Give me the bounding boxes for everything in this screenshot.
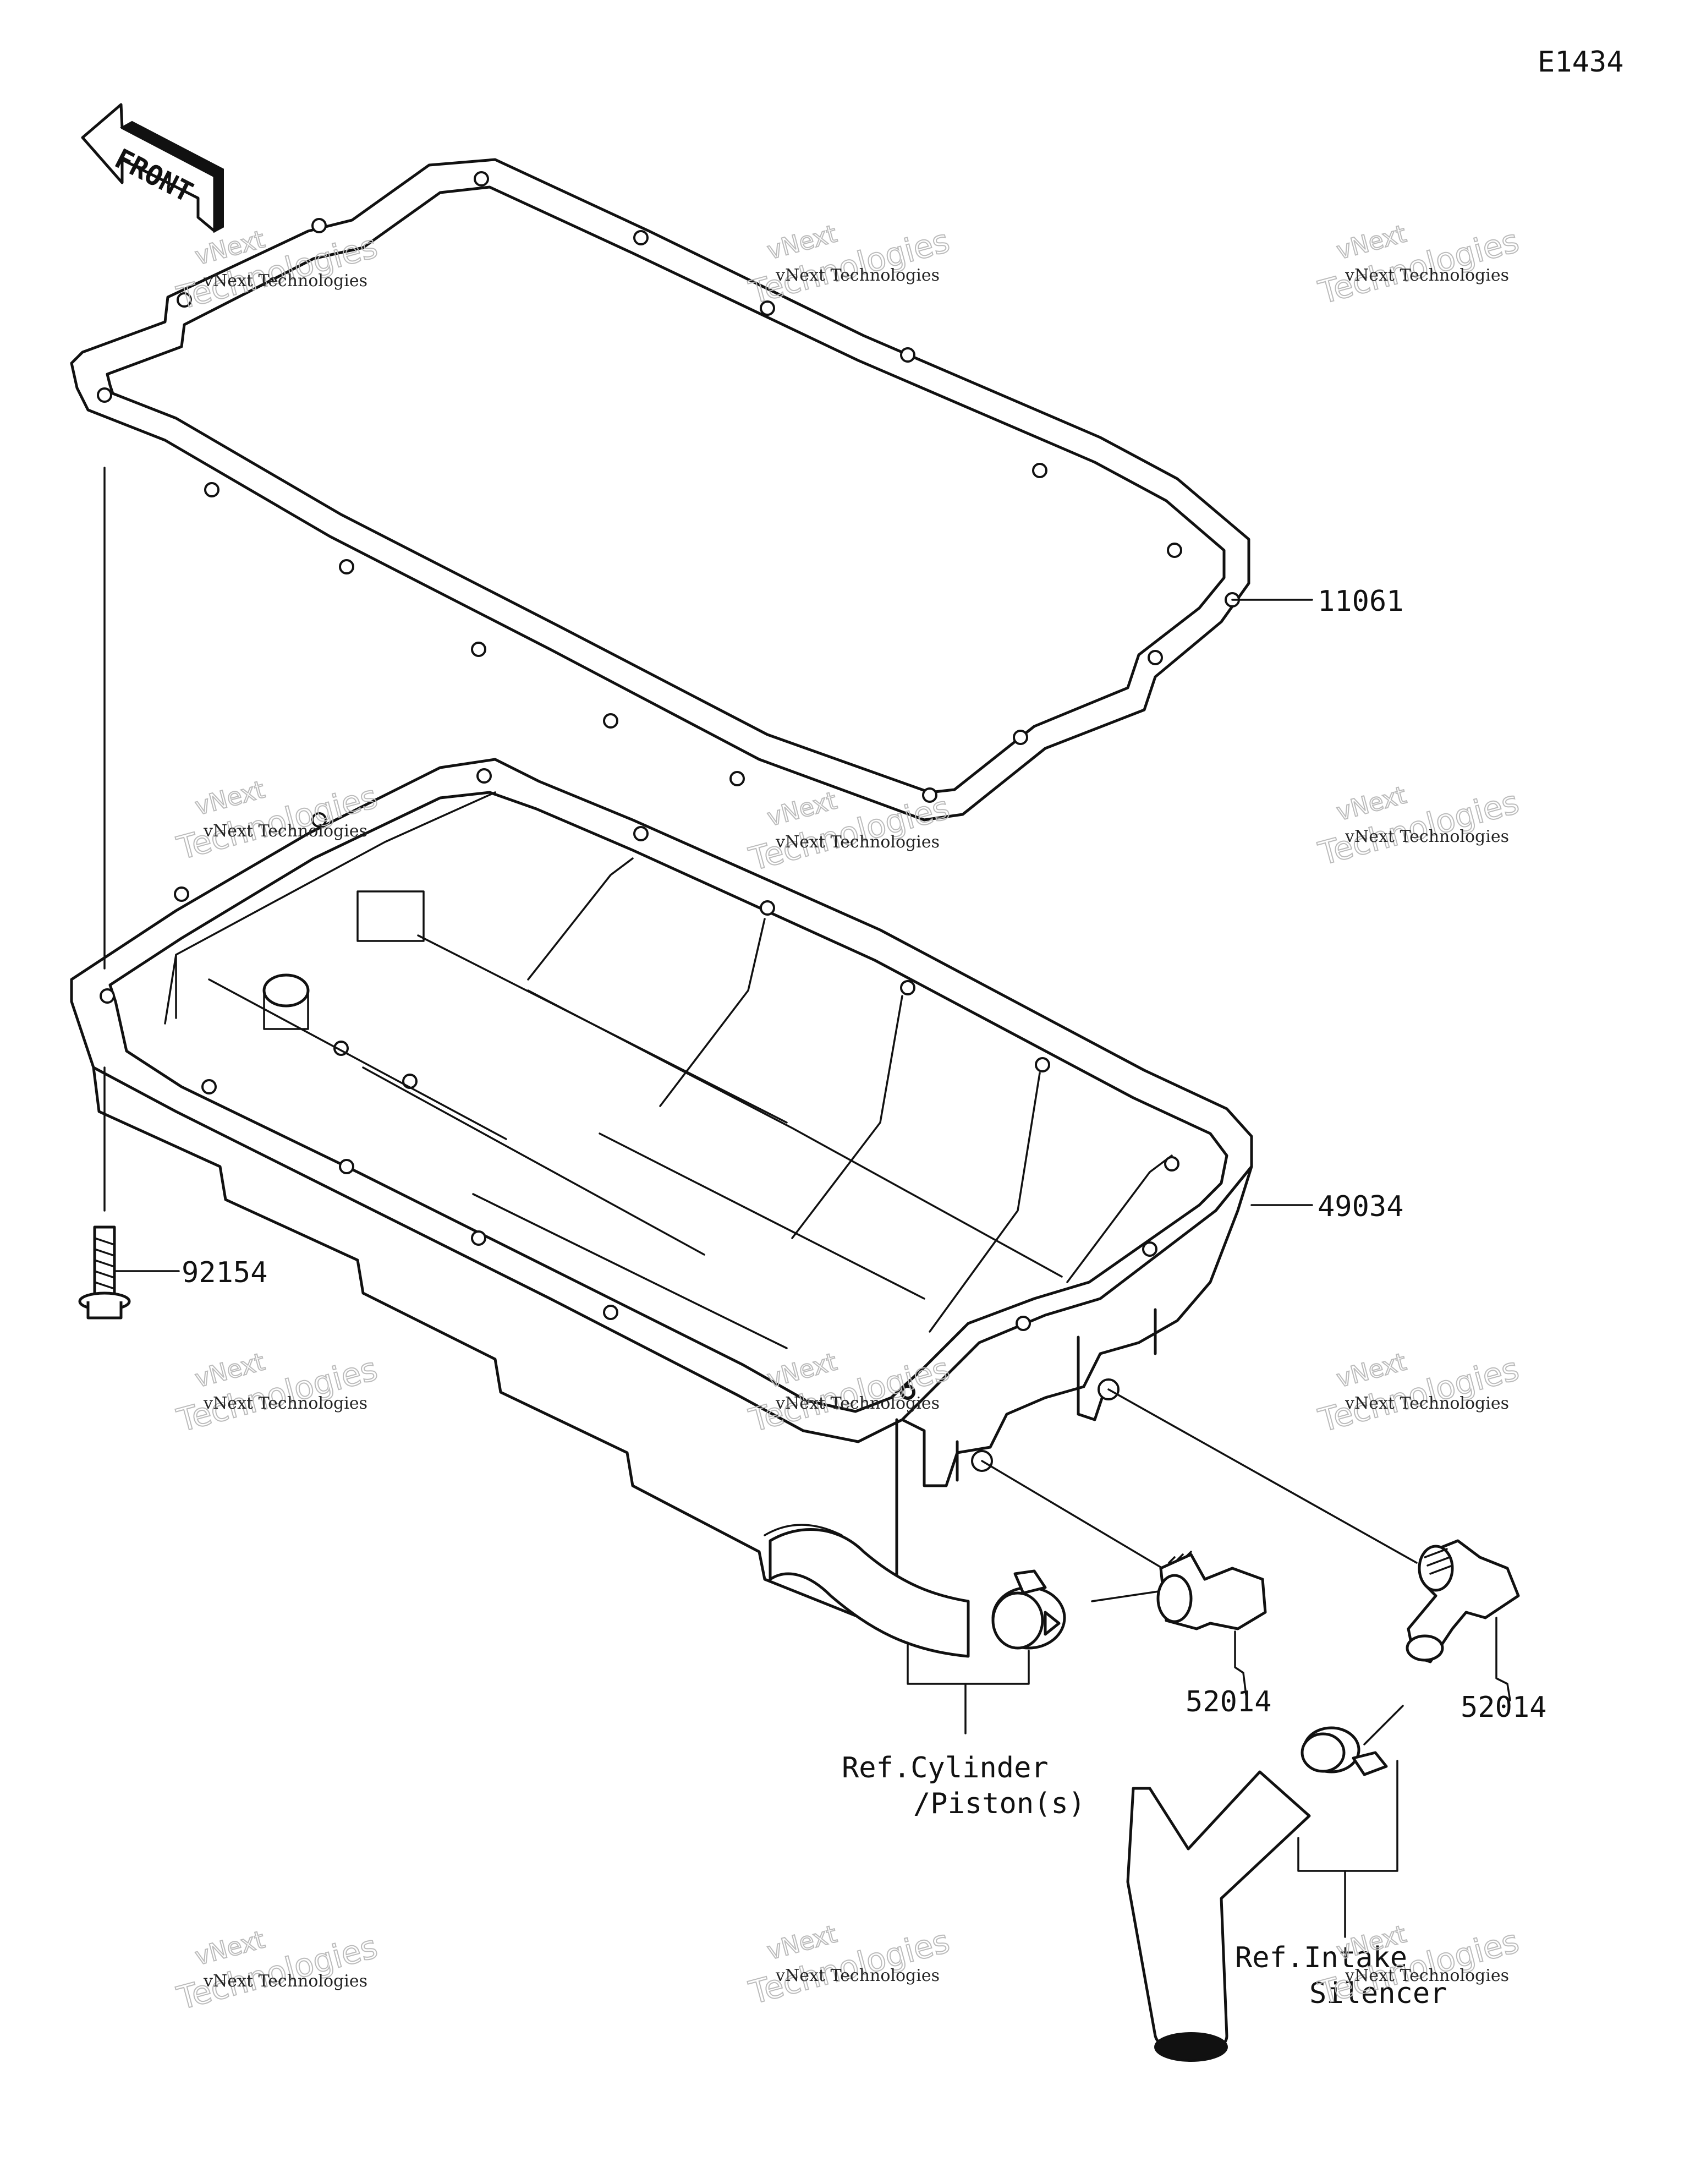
svg-text:vNext Technologies: vNext Technologies	[203, 822, 367, 841]
elbow-fitting-left	[1156, 1551, 1267, 1696]
svg-text:vNext Technologies: vNext Technologies	[775, 1394, 940, 1413]
elbow-fitting-right	[1406, 1539, 1520, 1701]
hose-clamp-right	[1301, 1726, 1388, 1776]
cylinder-hose	[764, 1524, 970, 1658]
svg-text:vNext Technologies: vNext Technologies	[1345, 1394, 1509, 1413]
diagram-code: E1434	[1538, 46, 1624, 79]
front-arrow-icon: FRONT	[81, 103, 224, 233]
ref-intake-line2: Silencer	[1309, 1977, 1447, 2010]
leader-left-fitting	[981, 1460, 1173, 1575]
ref-intake-line1: Ref.Intake	[1235, 1941, 1407, 1974]
callout-bolt: 92154	[182, 1256, 268, 1289]
ref-cylinder-line1: Ref.Cylinder	[842, 1751, 1049, 1785]
svg-text:vNext Technologies: vNext Technologies	[1345, 827, 1509, 846]
pan-bolt	[78, 467, 180, 1320]
callout-gasket: 11061	[1318, 585, 1404, 618]
oil-pan	[70, 758, 1253, 1625]
svg-text:vNext Technologies: vNext Technologies	[203, 1394, 367, 1413]
bracket-intake	[1297, 1760, 1398, 1872]
svg-text:vNext Technologies: vNext Technologies	[203, 1972, 367, 1991]
svg-text:vNext Technologies: vNext Technologies	[1345, 1966, 1509, 1985]
leader-clamp-right	[1363, 1705, 1404, 1745]
svg-text:vNext Technologies: vNext Technologies	[775, 1966, 940, 1985]
svg-text:vNext Technologies: vNext Technologies	[775, 833, 940, 852]
callout-fitting-left: 52014	[1186, 1685, 1272, 1718]
leader-right-fitting	[1107, 1388, 1418, 1564]
ref-cylinder-line2: /Piston(s)	[913, 1787, 1085, 1820]
oil-pan-gasket	[70, 158, 1250, 822]
hose-clamp-left	[991, 1569, 1066, 1650]
svg-text:vNext Technologies: vNext Technologies	[775, 266, 940, 285]
svg-text:vNext Technologies: vNext Technologies	[203, 271, 367, 291]
leader-clamp-left	[1091, 1589, 1167, 1602]
callout-fitting-right: 52014	[1461, 1691, 1547, 1724]
bracket-cylinder	[907, 1641, 1030, 1685]
intake-silencer-hose	[1126, 1770, 1311, 2062]
callout-oil-pan: 49034	[1318, 1190, 1404, 1223]
svg-text:vNext Technologies: vNext Technologies	[1345, 266, 1509, 285]
gasket-bolt-holes	[97, 171, 1240, 803]
